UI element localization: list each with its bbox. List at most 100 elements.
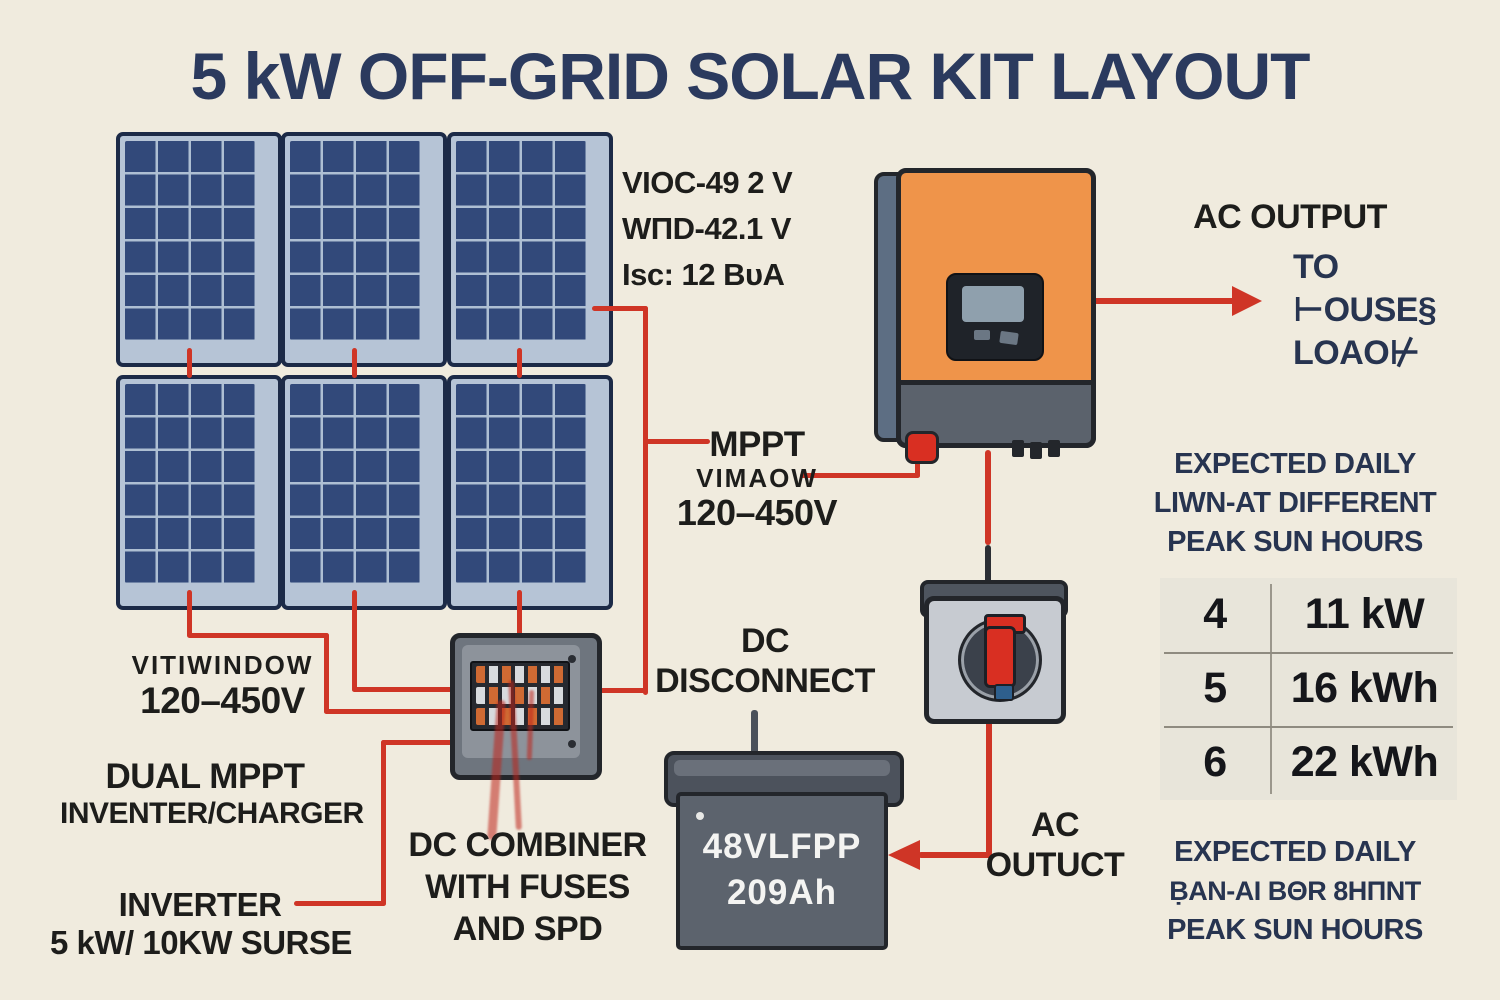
solar-panel [281,132,447,367]
solar-panel [116,132,282,367]
pv-spec-isc: Isc: 12 BυA [622,257,785,292]
pv-string-wire [352,348,357,378]
table-column-divider [1270,584,1272,794]
sun-table-heading-line2: LIWN-AT DIFFERENT [1153,487,1437,519]
battery-label: 48VLFPP 209Ah [680,824,884,916]
inverter-connector [1030,442,1042,459]
sun-table-footer-line3: PEAK SUN HOURS [1167,914,1423,946]
dc-disconnect-line2: DISCONNECT [655,662,875,700]
sun-table-heading-line1: EXPECTED DAILY [1174,448,1416,480]
ac-output-dest-line3: LOAO⊬ [1293,334,1420,372]
ac-output-dest-line1: TO [1293,248,1339,286]
pv-string-wire [643,306,648,695]
pv-spec-vmp: WΠD-42.1 V [622,211,791,246]
solar-panel [116,375,282,610]
dc-disconnect-label-pointer [751,710,758,774]
pv-spec-block: VIOC-49 2 V WΠD-42.1 V Isc: 12 BυA [622,160,793,298]
dc-combiner-fuse-window [470,661,570,731]
pv-string-wire [592,306,648,311]
battery-device: 48VLFPP 209Ah [676,792,888,950]
inverter-connector [1012,440,1024,457]
mppt-window-subtitle: VIMAOW [696,463,818,493]
sun-table-heading-line3: PEAK SUN HOURS [1167,526,1423,558]
battery-label-line2: 209Ah [726,873,838,912]
battery-wire [918,852,992,858]
pv-string-wire [352,687,455,692]
inverter-button [974,330,990,340]
dc-disconnect-line1: DC [740,622,790,660]
solar-panel-cells [456,384,586,583]
pv-string-wire [324,709,454,714]
mppt-window-range: 120–450V [676,492,838,533]
ac-output-dest-line2: ⊢OUSE§ [1293,291,1437,329]
table-cell-hours: 4 [1203,590,1227,638]
ac-disconnect-line1: AC [1030,806,1080,844]
sun-hours-table: 4 11 kW 5 16 kWh 6 22 kWh [1160,578,1457,800]
battery-label-line1: 48VLFPP [702,827,862,866]
ac-output-title: AC OUTPUT [1193,198,1387,236]
table-cell-hours: 6 [1203,738,1227,786]
solar-panel-cells [125,384,255,583]
sun-table-footer-line2: ḄAN-AI BΘR 8HΠNT [1169,876,1421,906]
solar-panel-cells [290,141,420,340]
table-cell-hours: 5 [1203,664,1227,712]
ac-output-destination: TO ⊢OUSE§ LOAO⊬ [1293,246,1437,375]
inverter-label-pointer-wire [294,901,386,906]
ac-output-arrowhead [1232,286,1262,316]
pv-string-wire [324,633,329,714]
screw-dot [568,655,576,663]
voltage-window-label: VITIWINDOW [131,650,314,680]
pv-string-wire [187,633,329,638]
table-cell-output: 11 kW [1304,590,1425,638]
inverter-connector [1048,440,1060,457]
page-title: 5 kW OFF-GRID SOLAR KIT LAYOUT [190,39,1311,113]
disconnect-blue-tab [994,684,1014,701]
screw-dot [568,740,576,748]
inverter-label-pointer-wire [381,740,386,906]
table-cell-output: 16 kWh [1290,664,1439,712]
inverter-rating-line2: 5 kW/ 10KW SURSE [50,924,352,961]
inverter-label-line2: INVENTER/CHARGER [60,797,364,830]
inverter-pv-gland [905,431,939,464]
inverter-rating-line1: INVERTER [118,886,282,923]
pv-input-wire [800,473,920,478]
fuse-row [476,687,564,704]
combiner-output-wire [597,688,647,693]
mppt-label-pointer-wire [646,439,710,444]
mppt-window-title: MPPT [709,425,805,464]
ac-disconnect-line2: OUTUCT [985,846,1125,884]
pv-string-wire [352,590,357,692]
inverter-lcd-screen [962,286,1024,322]
disconnect-handle [984,626,1016,688]
voltage-window-range: 120–450V [140,680,305,721]
pv-string-wire [517,590,522,636]
solar-panel [447,132,613,367]
fuse-row [476,666,564,683]
ac-output-wire [1088,298,1236,304]
battery-indicator-dot [696,812,704,820]
combiner-label-line1: DC COMBINER [408,826,647,864]
table-cell-output: 22 kWh [1290,738,1439,786]
pv-input-wire [915,452,920,478]
table-row-divider [1164,726,1453,728]
battery-arrowhead [888,840,920,870]
fuse-row [476,708,564,725]
solar-panel [281,375,447,610]
solar-panel-cells [456,141,586,340]
battery-wire [986,712,992,856]
table-row-divider [1164,652,1453,654]
solar-panel [447,375,613,610]
combiner-label-line3: AND SPD [452,910,603,948]
pv-string-wire [187,348,192,378]
battery-lid-top [674,760,890,776]
pv-string-wire [517,348,522,378]
pv-string-wire [187,590,192,637]
inverter-dc-wire [985,545,991,600]
combiner-label-line2: WITH FUSES [425,868,630,906]
inverter-dc-wire [985,450,991,545]
inverter-label-line1: DUAL MPPT [105,757,305,796]
solar-panel-cells [290,384,420,583]
inverter-label-pointer-wire [381,740,455,745]
pv-spec-voc: VIOC-49 2 V [622,165,793,200]
